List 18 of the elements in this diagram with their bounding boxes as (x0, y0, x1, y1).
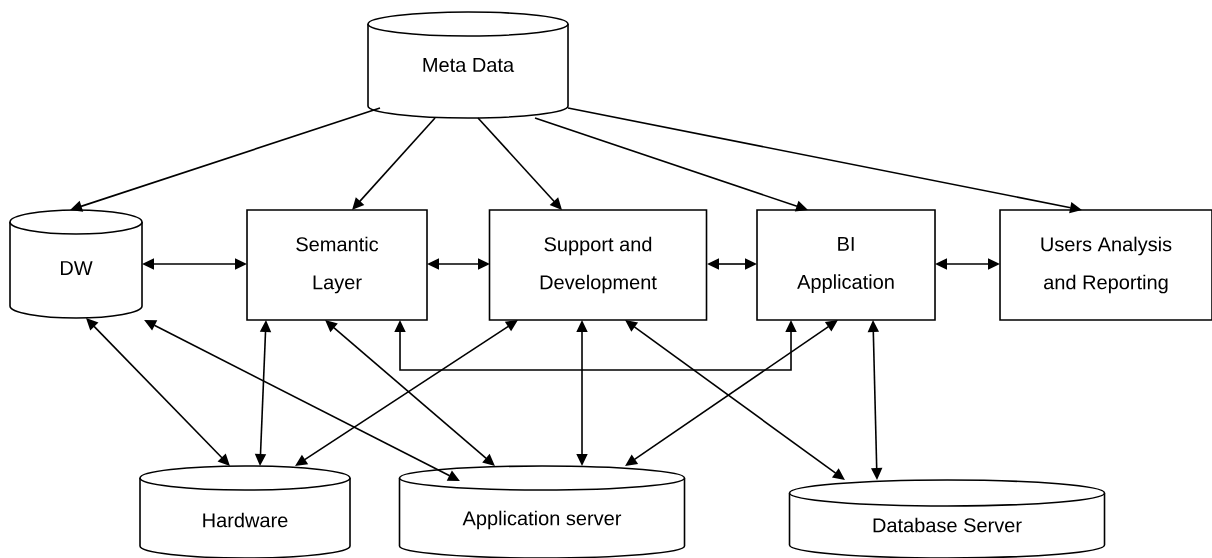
arrow (477, 117, 562, 210)
arrow (144, 320, 460, 481)
arrow (352, 117, 436, 210)
cylinder: DW (9, 209, 143, 319)
cylinder: Database Server (788, 479, 1106, 558)
process-box: BI Application (756, 209, 936, 321)
process-box: Semantic Layer (246, 209, 428, 321)
node-label: Database Server (873, 517, 1022, 533)
process-box: Support and Development (488, 209, 708, 321)
arrow (86, 318, 230, 466)
arrow (295, 320, 518, 466)
node-label: Application server (462, 510, 622, 530)
cylinder: Hardware (139, 465, 351, 558)
cylinder: Application server (398, 465, 686, 558)
node-label: Hardware (203, 512, 288, 528)
cylinder: Meta Data (367, 11, 569, 119)
arrow (325, 320, 495, 466)
process-box: Users Analysis and Reporting (999, 209, 1212, 321)
